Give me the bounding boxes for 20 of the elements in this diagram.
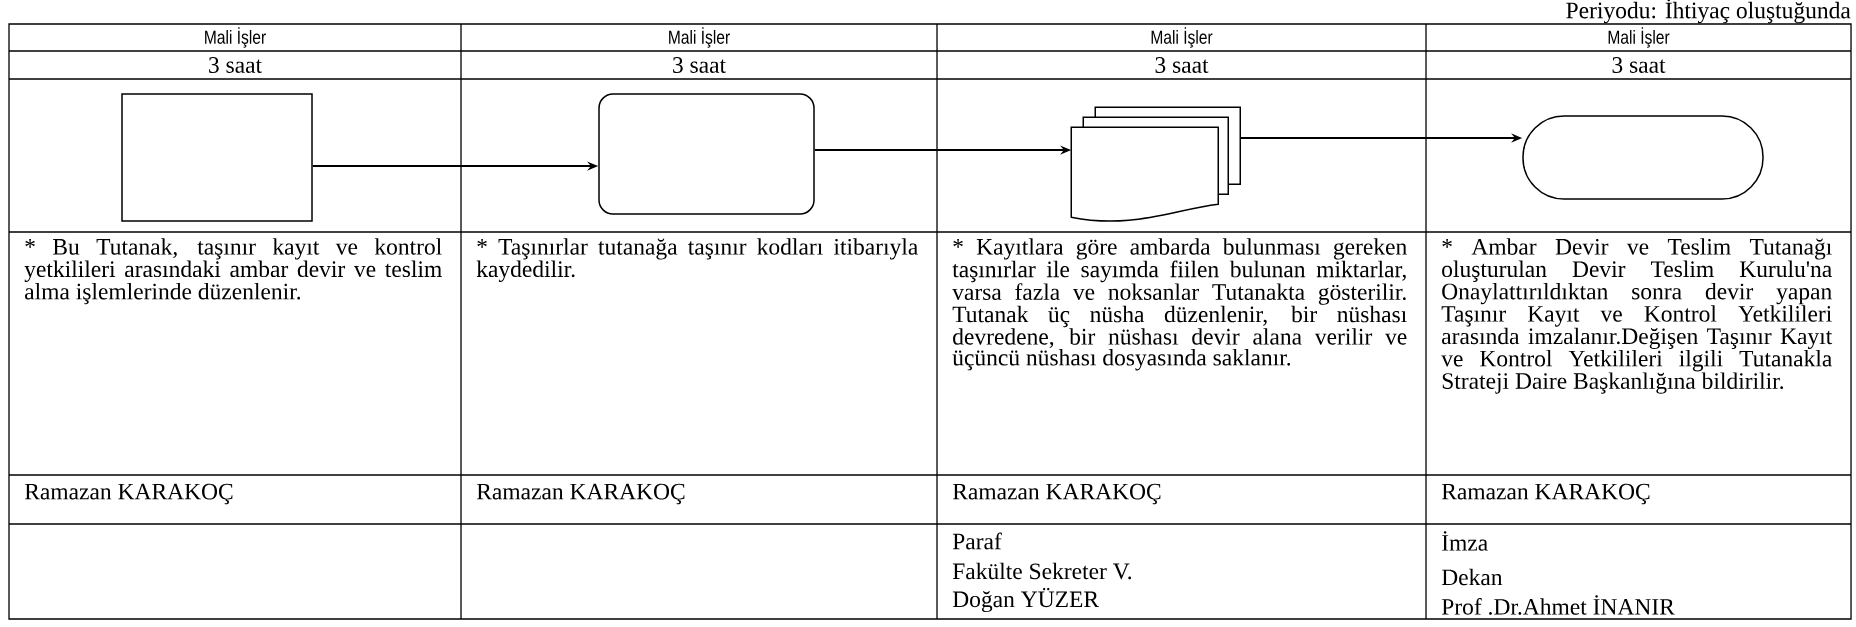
description-text: * Ambar Devir ve Teslim Tutanağı oluşturulan Devir Teslim Kurulu'na Onaylattırıldıktan sonra devir yapan Taşınır Kayıt ve Kontrol Yetkilileri arasında imzalanır.Değişen Taşınır Kayıt ve Kontrol Yetkilileri ilgili Tutanakla Strateji Daire Başkanlığına bildirilir. bbox=[1441, 238, 1833, 394]
duration-text: 3 saat bbox=[1612, 57, 1666, 73]
signature-text: Paraf bbox=[952, 532, 1002, 550]
rounded-box bbox=[598, 93, 815, 215]
multi-document-shape bbox=[1070, 106, 1241, 222]
signature-text: Doğan YÜZER bbox=[952, 587, 1099, 613]
column-header: Mali İşler bbox=[1608, 27, 1670, 48]
person-name: Ramazan KARAKOÇ bbox=[952, 483, 1161, 505]
person-name: Ramazan KARAKOÇ bbox=[1441, 483, 1650, 505]
signature-text: İmza bbox=[1442, 531, 1488, 551]
description-text: * Kayıtlara göre ambarda bulunması gereken taşınırlar ile sayımda fiilen bulunan miktarlar, varsa fazla ve noksanlar Tutanakta gösterilir. Tutanak üç nüsha düzenlenir, bir nüshası devredene, bir nüshası devir alana verilir ve üçüncü nüshası dosyasında saklanır. bbox=[952, 238, 1407, 371]
person-name: Ramazan KARAKOÇ bbox=[24, 483, 233, 505]
signature-text: Dekan bbox=[1441, 568, 1503, 586]
process-box bbox=[121, 93, 313, 222]
terminator-shape bbox=[1522, 115, 1764, 200]
description-text: * Taşınırlar tutanağa taşınır kodları itibarıyla kaydedilir. bbox=[476, 238, 918, 282]
column-header: Mali İşler bbox=[1151, 27, 1213, 48]
signature-text: Fakülte Sekreter V. bbox=[952, 562, 1132, 580]
person-name: Ramazan KARAKOÇ bbox=[476, 483, 685, 505]
signature-text: Prof .Dr.Ahmet İNANIR bbox=[1441, 595, 1675, 615]
